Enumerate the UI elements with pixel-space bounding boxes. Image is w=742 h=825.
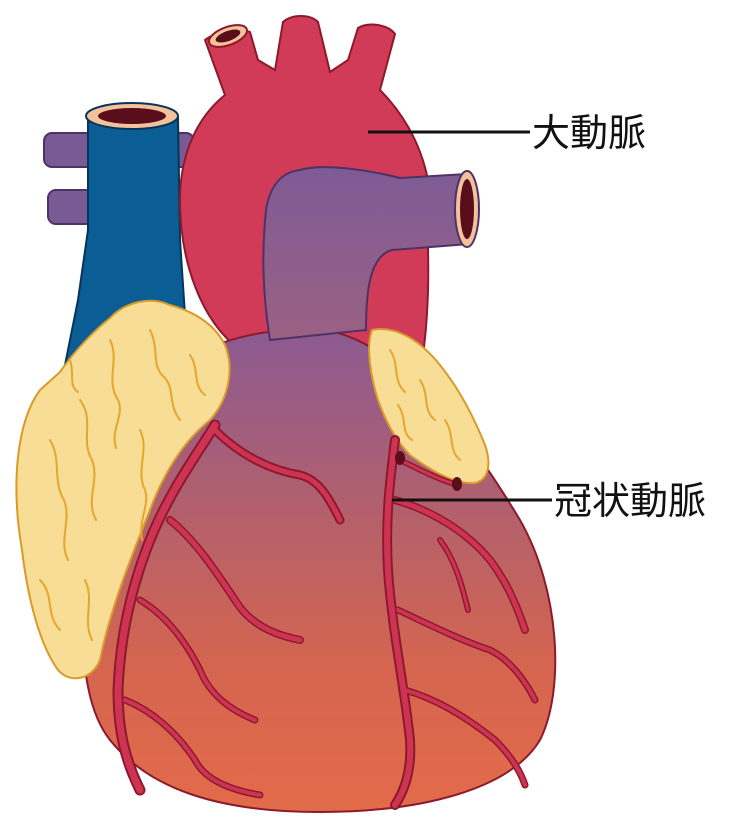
aorta-label: 大動脈 (532, 111, 646, 155)
coronary-artery-label: 冠状動脈 (554, 479, 706, 523)
